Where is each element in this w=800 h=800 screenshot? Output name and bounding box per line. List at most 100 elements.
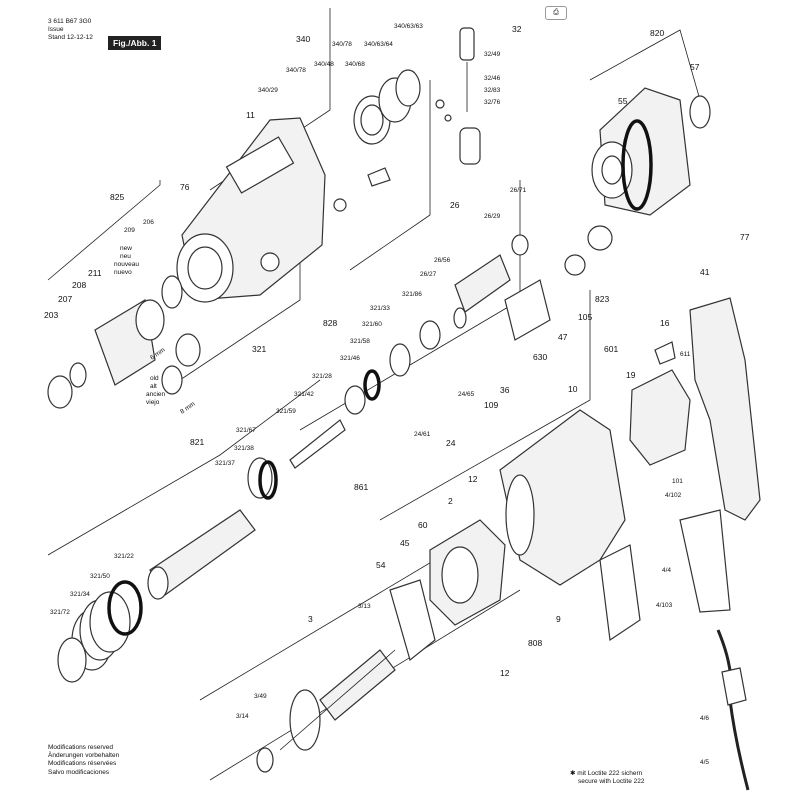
- footer-modifications: Modifications reserved Änderungen vorbeh…: [48, 744, 120, 776]
- label-321-86: 321/86: [402, 291, 422, 298]
- label-820: 820: [650, 28, 664, 38]
- part-cable-4-5: [716, 629, 750, 791]
- label-321-58: 321/58: [350, 338, 370, 345]
- label-109: 109: [484, 400, 498, 410]
- part-motor-housing-10: [499, 409, 641, 642]
- label-32-76: 32/76: [484, 99, 501, 106]
- label-old-fr: ancien: [146, 391, 166, 398]
- label-340-78b: 340/78: [286, 67, 306, 74]
- label-321-37: 321/37: [215, 460, 235, 467]
- label-32-49: 32/49: [484, 51, 501, 58]
- label-340-29: 340/29: [258, 87, 278, 94]
- label-321-38: 321/38: [234, 445, 254, 452]
- label-old-es: viejo: [146, 399, 160, 406]
- label-9: 9: [556, 614, 561, 624]
- label-823: 823: [595, 294, 609, 304]
- label-611: 611: [680, 351, 691, 358]
- label-2: 2: [448, 496, 453, 506]
- label-3-49: 3/49: [254, 693, 267, 700]
- part-hammer-tube-321: [147, 343, 411, 600]
- part-chuck-203: [47, 275, 201, 409]
- label-19: 19: [626, 370, 636, 380]
- label-101: 101: [672, 478, 683, 485]
- label-4-102: 4/102: [665, 492, 682, 499]
- figure-tag: Fig./Abb. 1: [108, 36, 162, 50]
- label-26-71: 26/71: [510, 187, 527, 194]
- label-mm-8: 8 mm: [179, 401, 196, 416]
- part-seal-rings-340: [333, 69, 421, 212]
- part-spring-stack: [57, 580, 143, 683]
- label-54: 54: [376, 560, 386, 570]
- loctite-en: secure with Loctite 222: [578, 778, 645, 786]
- label-206: 206: [143, 219, 154, 226]
- label-321-67: 321/67: [236, 427, 256, 434]
- label-36: 36: [500, 385, 510, 395]
- label-55: 55: [618, 96, 628, 106]
- label-321-33: 321/33: [370, 305, 390, 312]
- label-32-83: 32/83: [484, 87, 501, 94]
- document-header: 3 611 B67 3G0 Issue Stand 12-12-12: [48, 18, 93, 42]
- label-32: 32: [512, 24, 522, 34]
- label-new-de: neu: [120, 253, 131, 260]
- loctite-de: ✱ mit Loctite 222 sichern: [570, 770, 643, 777]
- label-209: 209: [124, 227, 135, 234]
- label-3-14: 3/14: [236, 713, 249, 720]
- stand-label: Stand 12-12-12: [48, 34, 93, 41]
- label-825: 825: [110, 192, 124, 202]
- label-821: 821: [190, 437, 204, 447]
- label-old-en: old: [150, 375, 159, 382]
- label-808: 808: [528, 638, 542, 648]
- part-tool-holder-820: [591, 87, 711, 216]
- part-stator-2: [389, 519, 506, 662]
- label-321: 321: [252, 344, 266, 354]
- label-340-78: 340/78: [332, 41, 352, 48]
- label-4-103: 4/103: [656, 602, 673, 609]
- label-47: 47: [558, 332, 568, 342]
- part-labels: 340 340/78 340/63/64 340/63/63 340/48 34…: [44, 23, 750, 766]
- label-12-bottom: 12: [500, 668, 510, 678]
- label-321-59: 321/59: [276, 408, 296, 415]
- label-4-6: 4/6: [700, 715, 709, 722]
- label-208: 208: [72, 280, 86, 290]
- part-impact-pin-32: [435, 27, 481, 165]
- label-211: 211: [88, 268, 102, 278]
- label-861: 861: [354, 482, 368, 492]
- label-26-27: 26/27: [420, 271, 437, 278]
- part-armature-3: [256, 649, 396, 773]
- label-321-50: 321/50: [90, 573, 110, 580]
- label-340-63-64: 340/63/64: [364, 41, 393, 48]
- label-321-28: 321/28: [312, 373, 332, 380]
- label-41: 41: [700, 267, 710, 277]
- label-12-top: 12: [468, 474, 478, 484]
- label-203: 203: [44, 310, 58, 320]
- label-10: 10: [568, 384, 578, 394]
- label-32-46: 32/46: [484, 75, 501, 82]
- label-77: 77: [740, 232, 750, 242]
- label-321-60: 321/60: [362, 321, 382, 328]
- label-16: 16: [660, 318, 670, 328]
- label-340-68: 340/68: [345, 61, 365, 68]
- part-gear-housing: [176, 117, 326, 303]
- label-24: 24: [446, 438, 456, 448]
- part-gear-shaft-26: [419, 225, 613, 350]
- issue-label: Issue: [48, 26, 64, 33]
- label-24-61: 24/61: [414, 431, 431, 438]
- label-321-42: 321/42: [294, 391, 314, 398]
- label-new-es: nuevo: [114, 269, 132, 276]
- part-handle-41: [679, 297, 761, 613]
- doc-number: 3 611 B67 3G0: [48, 18, 92, 25]
- label-3-13: 3/13: [358, 603, 371, 610]
- part-brush-holder-601: [629, 341, 691, 466]
- label-828: 828: [323, 318, 337, 328]
- label-340-48: 340/48: [314, 61, 334, 68]
- label-105: 105: [578, 312, 592, 322]
- label-76: 76: [180, 182, 190, 192]
- label-60: 60: [418, 520, 428, 530]
- label-26-56: 26/56: [434, 257, 451, 264]
- print-icon[interactable]: ⎙: [545, 6, 567, 20]
- label-321-22: 321/22: [114, 553, 134, 560]
- label-3: 3: [308, 614, 313, 624]
- label-old-de: alt: [150, 383, 157, 390]
- label-11: 11: [246, 110, 255, 120]
